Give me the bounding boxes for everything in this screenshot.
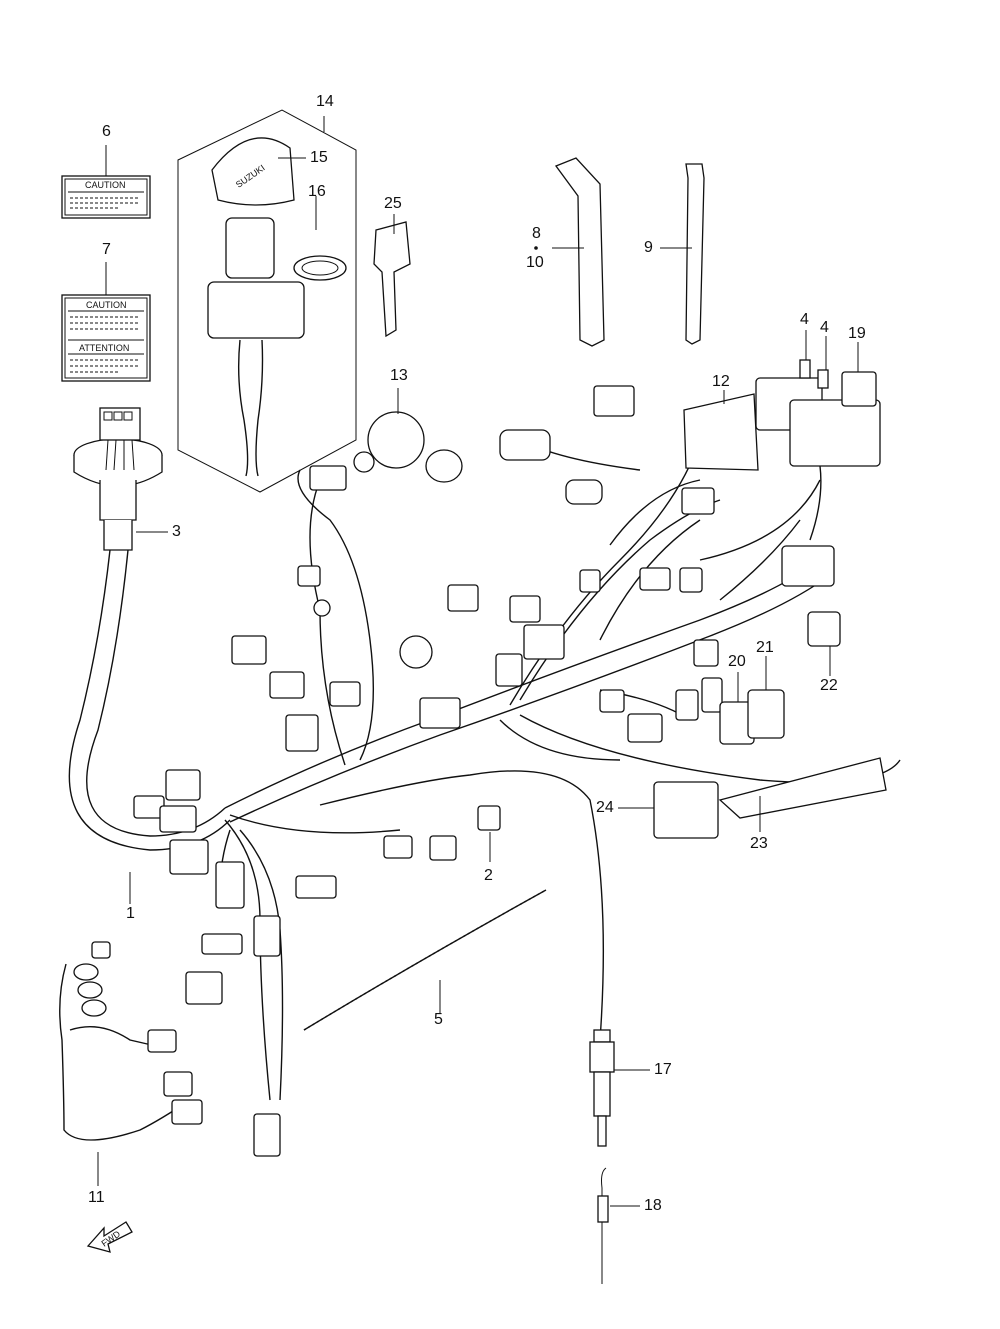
svg-text:CAUTION: CAUTION [86, 300, 127, 310]
callout-3: 3 [172, 523, 181, 540]
caution-label-6: CAUTION [61, 175, 151, 219]
harness-connectors [133, 385, 835, 1157]
callout-6: 6 [102, 123, 111, 140]
callout-1: 1 [126, 905, 135, 922]
callout-25: 25 [384, 195, 402, 212]
bracket-23 [718, 757, 887, 819]
sensor-17 [589, 1029, 615, 1147]
sub-harness-11 [59, 941, 203, 1141]
callout-24: 24 [596, 799, 614, 816]
svg-text:ATTENTION: ATTENTION [79, 343, 129, 353]
svg-text:CAUTION: CAUTION [85, 180, 126, 190]
connector-22 [807, 611, 841, 647]
relay-21 [747, 689, 785, 739]
corrugated-tube-5 [303, 889, 547, 1031]
connector-2 [477, 805, 501, 831]
ignition-switch-assembly: SUZUKI [177, 109, 357, 493]
callout-16: 16 [308, 183, 326, 200]
callout-22: 22 [820, 677, 838, 694]
caution-label-7: CAUTION ATTENTION [61, 294, 151, 382]
probe-18 [597, 1167, 609, 1284]
callout-11: 11 [88, 1189, 105, 1206]
callout-9: 9 [644, 239, 653, 256]
callout-4b: 4 [820, 319, 829, 336]
callout-21: 21 [756, 639, 774, 656]
callout-10: 10 [526, 254, 544, 271]
relay-24 [653, 781, 719, 839]
callout-12: 12 [712, 373, 730, 390]
callout-17: 17 [654, 1061, 672, 1078]
callout-7: 7 [102, 241, 111, 258]
callout-19: 19 [848, 325, 866, 342]
callout-5: 5 [434, 1011, 443, 1028]
callout-23: 23 [750, 835, 768, 852]
power-socket-13 [353, 411, 463, 483]
callout-18: 18 [644, 1197, 662, 1214]
bracket-12 [683, 393, 759, 471]
band-9 [685, 163, 705, 345]
key-25 [373, 221, 411, 338]
forward-arrow-icon: FWD [86, 1221, 133, 1253]
callout-4a: 4 [800, 311, 809, 328]
callout-8: 8 [532, 225, 541, 242]
callout-15: 15 [310, 149, 328, 166]
fuse-box [755, 359, 881, 541]
band-8-10 [554, 157, 605, 347]
callout-20: 20 [728, 653, 746, 670]
callout-13: 13 [390, 367, 408, 384]
callout-2: 2 [484, 867, 493, 884]
callout-14: 14 [316, 93, 334, 110]
